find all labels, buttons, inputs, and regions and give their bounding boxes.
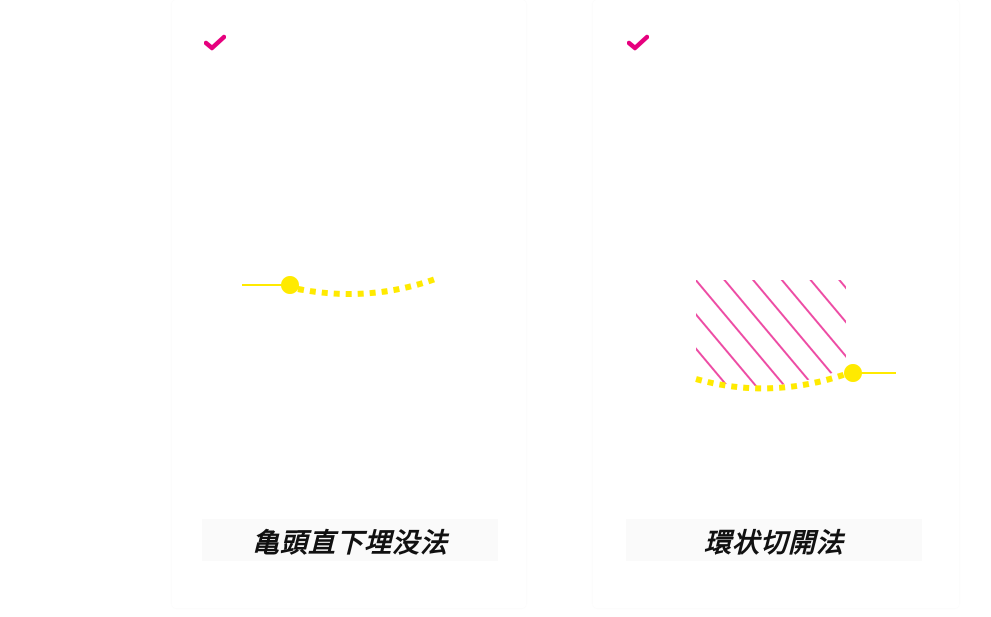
left-dotted-incision xyxy=(297,275,440,297)
check-icon xyxy=(627,34,649,51)
right-incision xyxy=(695,280,896,392)
check-icon xyxy=(204,34,226,51)
panel-right-title: 環状切開法 xyxy=(626,519,922,561)
right-dotted-incision xyxy=(695,371,847,392)
panel-left xyxy=(172,0,526,608)
removed-skin-hatch xyxy=(696,280,846,386)
panel-left-title: 亀頭直下埋没法 xyxy=(202,519,498,561)
left-incision xyxy=(242,275,440,297)
left-marker-dot xyxy=(281,276,299,294)
